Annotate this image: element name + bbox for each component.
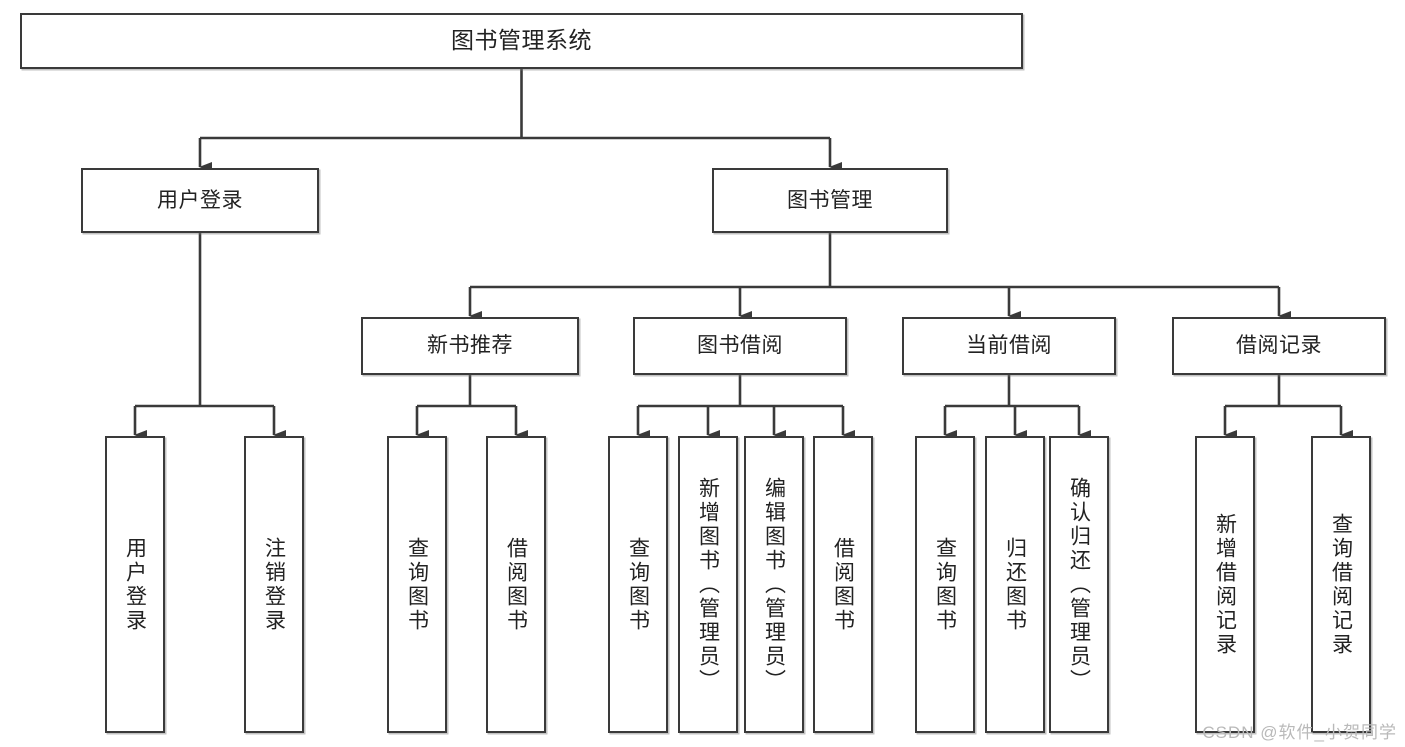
node-borrow[interactable]: 图书借阅 bbox=[633, 317, 847, 375]
node-label: 新书推荐 bbox=[427, 334, 513, 358]
node-current[interactable]: 当前借阅 bbox=[902, 317, 1116, 375]
node-label: 查询图书 bbox=[626, 536, 650, 633]
node-label: 借阅图书 bbox=[504, 536, 528, 633]
node-l1[interactable]: 用户登录 bbox=[105, 436, 165, 733]
node-l8[interactable]: 借阅图书 bbox=[813, 436, 873, 733]
node-l6[interactable]: 新增图书（管理员） bbox=[678, 436, 738, 733]
node-records[interactable]: 借阅记录 bbox=[1172, 317, 1386, 375]
node-l12[interactable]: 新增借阅记录 bbox=[1195, 436, 1255, 733]
node-l4[interactable]: 借阅图书 bbox=[486, 436, 546, 733]
node-label: 当前借阅 bbox=[966, 334, 1052, 358]
node-label: 借阅图书 bbox=[831, 536, 855, 633]
node-label: 归还图书 bbox=[1003, 536, 1027, 633]
node-label: 图书管理系统 bbox=[451, 27, 592, 54]
node-l13[interactable]: 查询借阅记录 bbox=[1311, 436, 1371, 733]
node-label: 新增借阅记录 bbox=[1213, 512, 1237, 657]
node-l7[interactable]: 编辑图书（管理员） bbox=[744, 436, 804, 733]
node-bookmgmt[interactable]: 图书管理 bbox=[712, 168, 948, 233]
node-label: 注销登录 bbox=[262, 536, 286, 633]
node-l9[interactable]: 查询图书 bbox=[915, 436, 975, 733]
node-label: 编辑图书（管理员） bbox=[762, 476, 786, 693]
node-login[interactable]: 用户登录 bbox=[81, 168, 319, 233]
node-label: 查询借阅记录 bbox=[1329, 512, 1353, 657]
node-label: 借阅记录 bbox=[1236, 334, 1322, 358]
node-label: 图书管理 bbox=[787, 188, 873, 212]
node-root[interactable]: 图书管理系统 bbox=[20, 13, 1023, 69]
node-label: 图书借阅 bbox=[697, 334, 783, 358]
node-label: 查询图书 bbox=[405, 536, 429, 633]
node-l5[interactable]: 查询图书 bbox=[608, 436, 668, 733]
node-l11[interactable]: 确认归还（管理员） bbox=[1049, 436, 1109, 733]
node-newbook[interactable]: 新书推荐 bbox=[361, 317, 579, 375]
node-label: 确认归还（管理员） bbox=[1067, 476, 1091, 693]
node-label: 用户登录 bbox=[123, 536, 147, 633]
node-l10[interactable]: 归还图书 bbox=[985, 436, 1045, 733]
node-label: 用户登录 bbox=[157, 188, 243, 212]
node-l2[interactable]: 注销登录 bbox=[244, 436, 304, 733]
node-label: 新增图书（管理员） bbox=[696, 476, 720, 693]
node-label: 查询图书 bbox=[933, 536, 957, 633]
node-l3[interactable]: 查询图书 bbox=[387, 436, 447, 733]
